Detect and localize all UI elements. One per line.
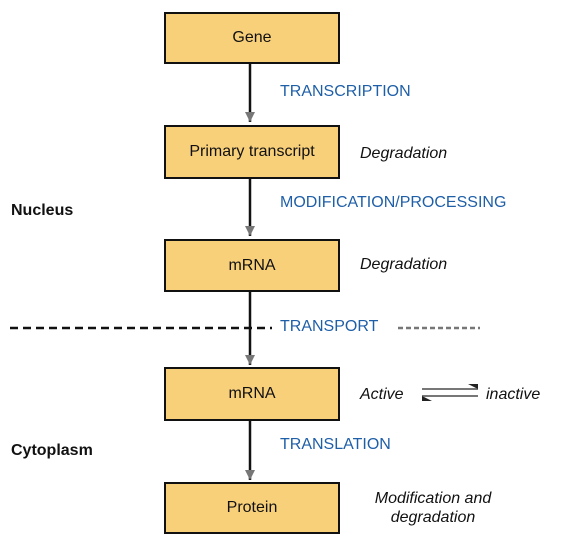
primary-transcript-box: Primary transcript <box>164 125 340 179</box>
active-note: Active <box>360 386 404 403</box>
transport-label: TRANSPORT <box>278 318 381 336</box>
gene-box: Gene <box>164 12 340 64</box>
degradation-mrna-note: Degradation <box>360 256 448 273</box>
arrowhead-processing <box>245 226 255 236</box>
transcription-label: TRANSCRIPTION <box>278 83 413 101</box>
modification-note-line1: Modification and <box>374 490 492 507</box>
arrowhead-transport <box>245 355 255 365</box>
arrowhead-transcription <box>245 112 255 122</box>
inactive-note: inactive <box>486 386 541 403</box>
nucleus-label: Nucleus <box>11 202 74 219</box>
arrowhead-translation <box>245 470 255 480</box>
protein-box: Protein <box>164 482 340 534</box>
translation-label: TRANSLATION <box>278 436 393 454</box>
cytoplasm-label: Cytoplasm <box>11 442 93 459</box>
equilibrium-arrows <box>422 384 478 401</box>
mrna-nucleus-box: mRNA <box>164 239 340 292</box>
modification-processing-label: MODIFICATION/PROCESSING <box>278 194 509 212</box>
modification-note-line2: degradation <box>390 509 476 526</box>
degradation-primary-note: Degradation <box>360 145 448 162</box>
mrna-cytoplasm-box: mRNA <box>164 367 340 421</box>
modification-degradation-note: Modification and degradation <box>352 489 514 527</box>
